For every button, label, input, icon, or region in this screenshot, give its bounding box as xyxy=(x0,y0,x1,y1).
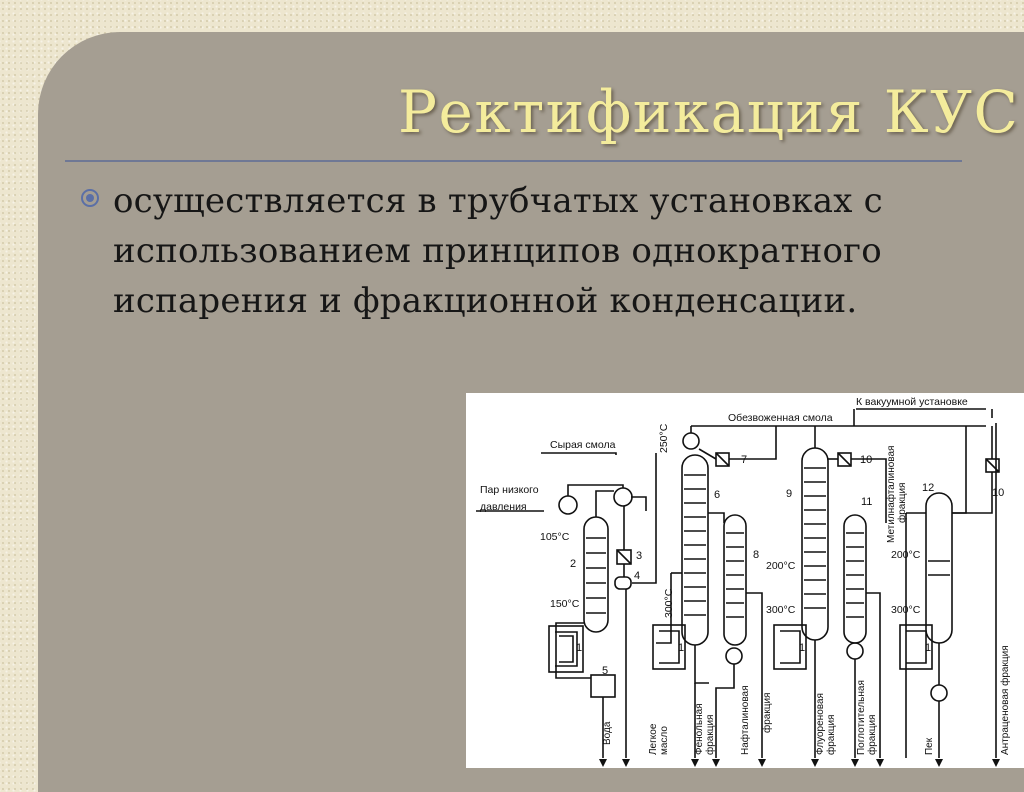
heater-1-left xyxy=(548,625,584,673)
temp-200-b: 200°C xyxy=(891,549,921,561)
temp-200-a: 200°C xyxy=(766,560,796,572)
heater-1-right-mid xyxy=(773,624,807,670)
num-8: 8 xyxy=(753,549,759,561)
num-7: 7 xyxy=(741,454,747,466)
num-2: 2 xyxy=(570,558,576,570)
temp-150: 150°C xyxy=(550,598,580,610)
label-dehydrated-tar: Обезвоженная смола xyxy=(728,412,833,424)
num-1-a: 1 xyxy=(576,642,582,654)
out-absorbing-1: Поглотительная xyxy=(856,680,867,755)
temp-300-a: 300°C xyxy=(663,588,675,618)
column-2 xyxy=(555,453,657,758)
temp-300-c: 300°C xyxy=(891,604,921,616)
out-methylnaph-1: Метилнафталиновая xyxy=(885,446,897,543)
output-arrows xyxy=(599,759,1000,767)
top-lines xyxy=(541,408,986,455)
num-5: 5 xyxy=(602,665,608,677)
out-light-oil-2: масло xyxy=(659,726,670,755)
column-6 xyxy=(656,426,730,758)
out-naphthalene-1: Нафталиновая xyxy=(739,685,751,755)
num-1-b: 1 xyxy=(678,642,684,654)
out-absorbing-2: фракция xyxy=(866,715,878,755)
temp-105: 105°C xyxy=(540,531,570,543)
label-steam-1: Пар низкого xyxy=(480,484,539,496)
out-fluorene-1: Флуореновая xyxy=(815,693,826,755)
out-naphthalene-2: фракция xyxy=(761,693,773,733)
label-raw-tar: Сырая смола xyxy=(550,439,616,451)
column-9 xyxy=(801,426,852,758)
title-divider xyxy=(65,160,962,162)
num-10-b: 10 xyxy=(992,487,1004,499)
temp-250: 250°C xyxy=(658,423,670,453)
num-12: 12 xyxy=(922,482,934,494)
process-diagram: Обезвоженная смола К вакуумной установке… xyxy=(466,393,1024,768)
out-water: Вода xyxy=(602,721,613,745)
num-9: 9 xyxy=(786,488,792,500)
column-12 xyxy=(905,409,1000,758)
column-11 xyxy=(843,458,887,758)
out-light-oil-1: Легкое xyxy=(648,723,659,755)
out-phenol-2: фракция xyxy=(704,715,716,755)
circle-bullet-icon xyxy=(81,189,99,207)
heater-1-right xyxy=(899,624,933,670)
label-steam-2: давления xyxy=(480,501,527,513)
slide-title: Ректификация КУС xyxy=(398,78,1020,146)
out-fluorene-2: фракция xyxy=(825,715,837,755)
out-phenol-1: Фенольная xyxy=(694,703,705,755)
num-1-d: 1 xyxy=(925,642,931,654)
heater-1-middle xyxy=(652,624,686,670)
label-to-vacuum: К вакуумной установке xyxy=(856,396,968,408)
column-8 xyxy=(708,426,777,758)
num-3: 3 xyxy=(636,550,642,562)
bullet-text: осуществляется в трубчатых установках с … xyxy=(113,181,883,321)
num-11: 11 xyxy=(861,496,872,508)
num-4: 4 xyxy=(634,570,640,582)
num-10-a: 10 xyxy=(860,454,872,466)
out-pitch: Пек xyxy=(924,737,935,755)
temp-300-b: 300°C xyxy=(766,604,796,616)
num-1-c: 1 xyxy=(799,642,805,654)
out-anthracene: Антраценовая фракция xyxy=(999,645,1011,755)
num-6: 6 xyxy=(714,489,720,501)
out-methylnaph-2: фракция xyxy=(896,483,908,523)
